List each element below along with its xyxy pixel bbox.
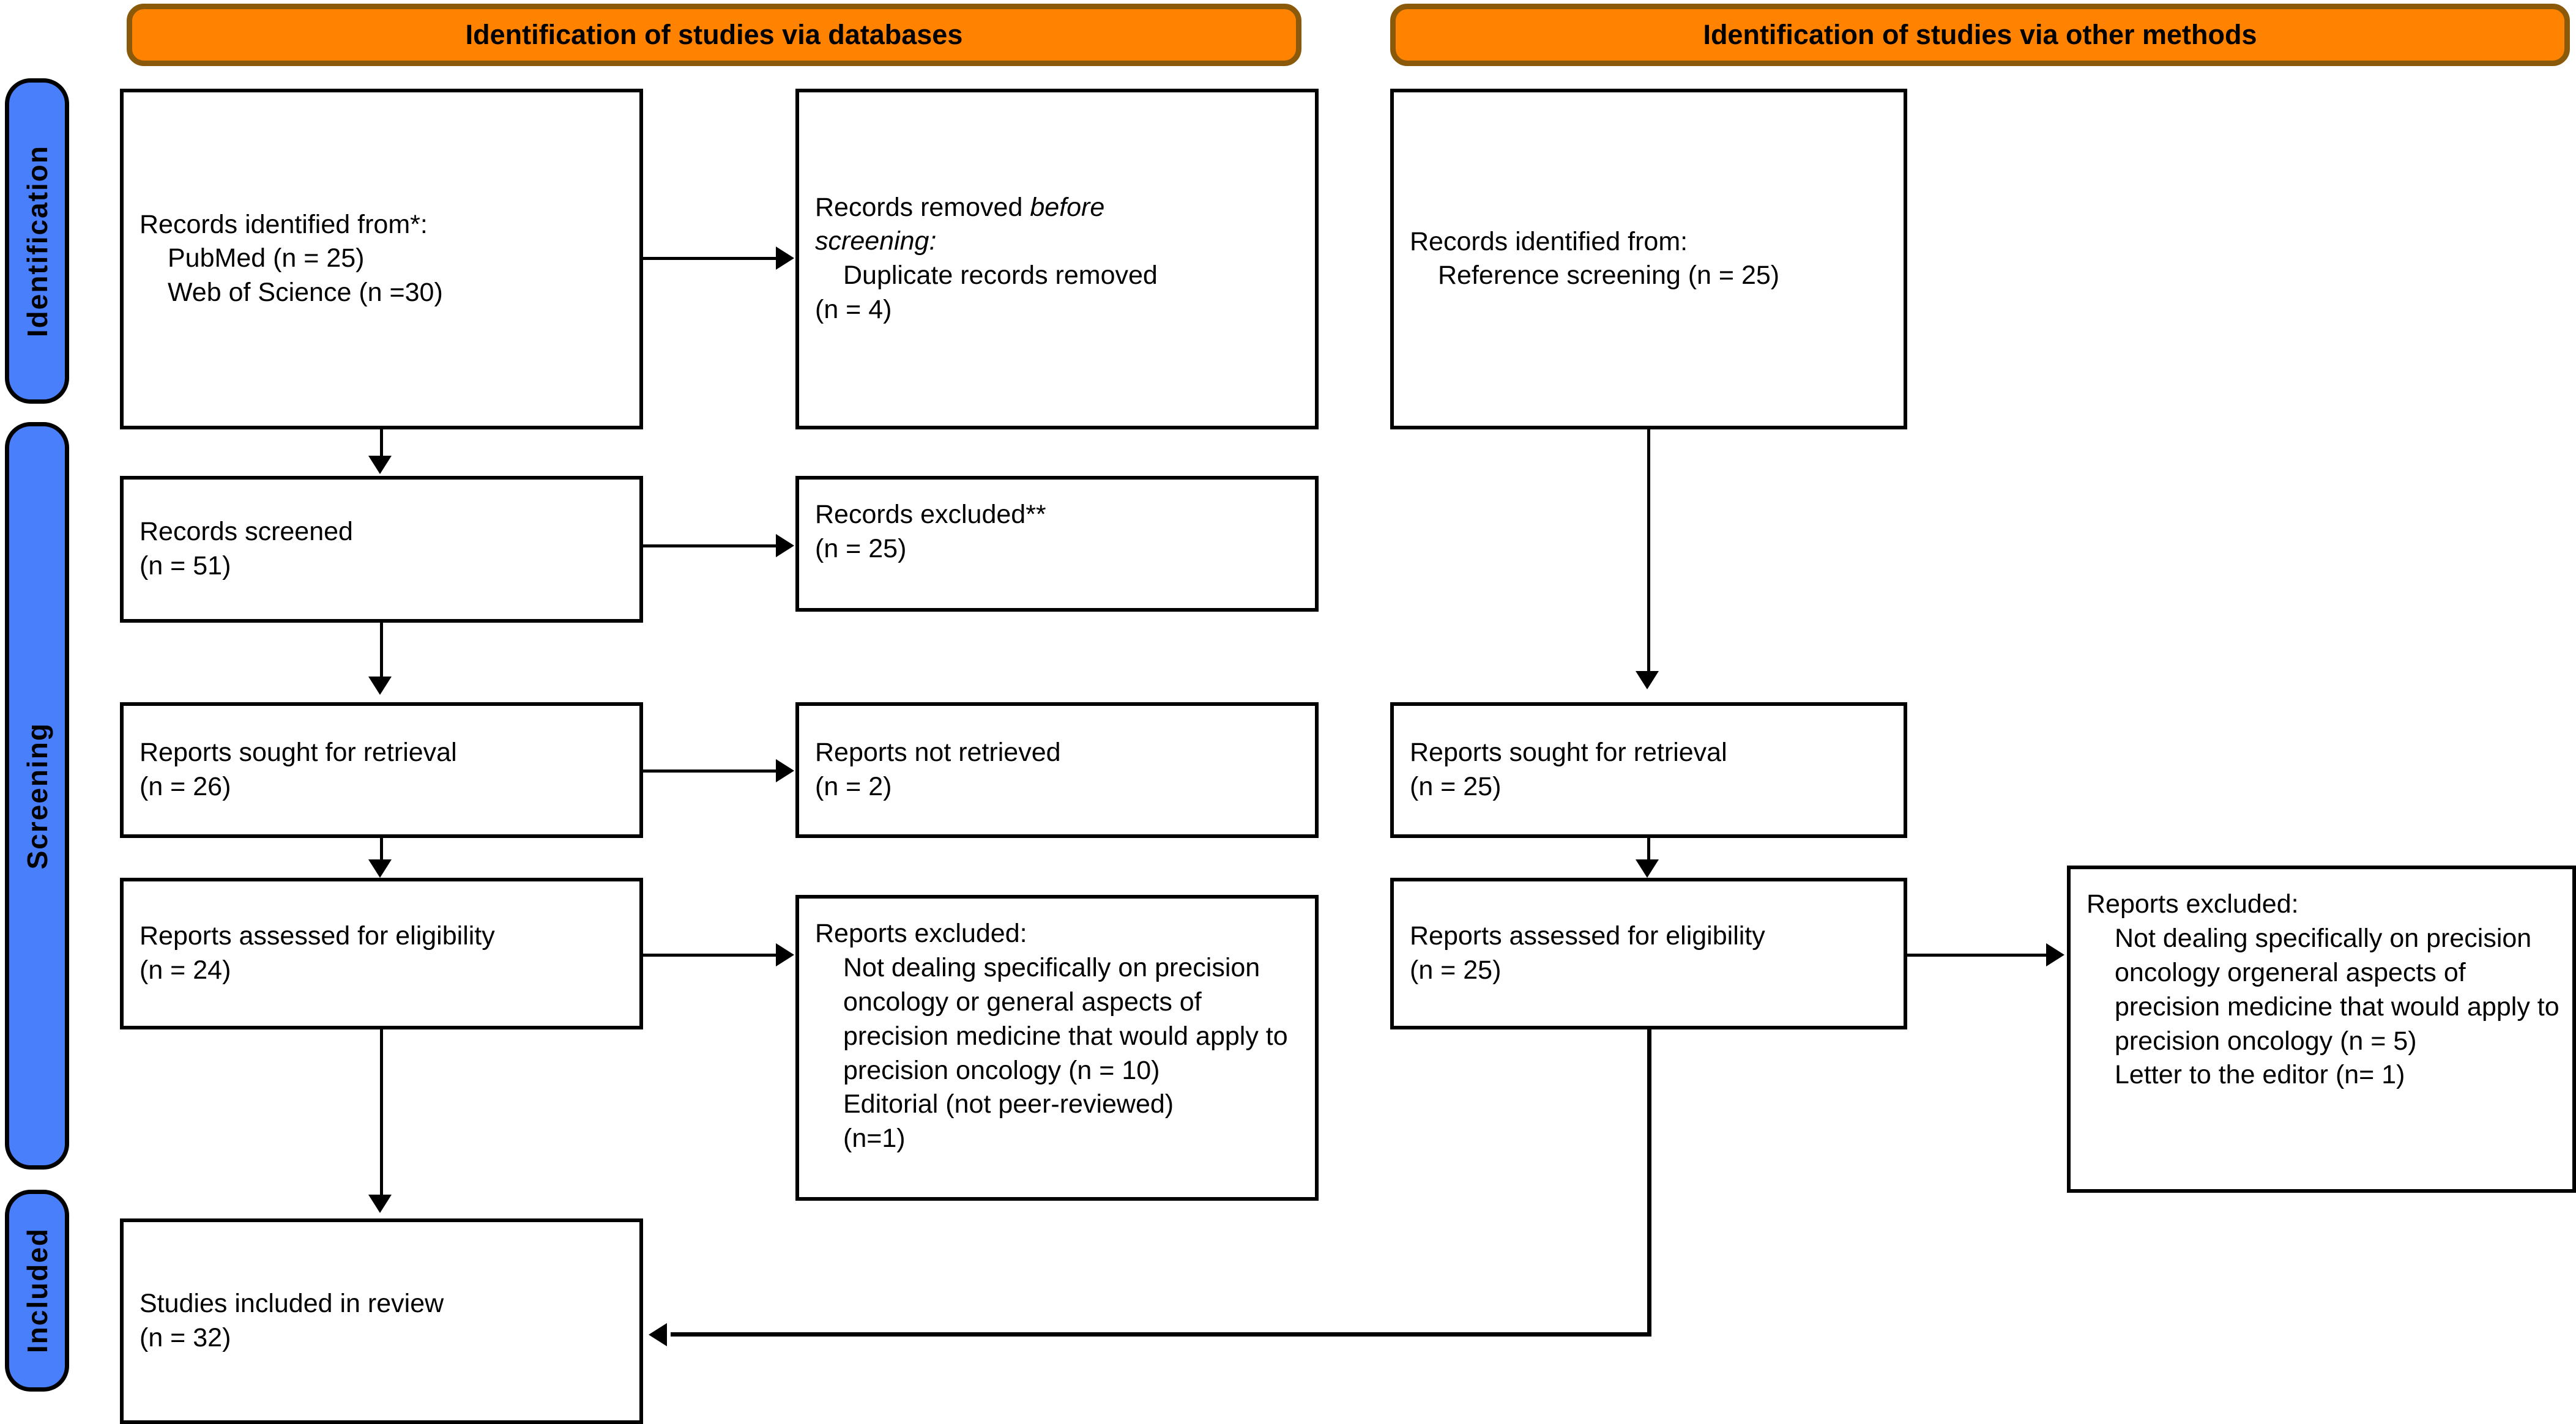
reports-sought-db-line1: Reports sought for retrieval: [140, 738, 457, 768]
connector-other-sought-to-assessed: [1647, 838, 1650, 861]
reports-assessed-db-line2: (n = 24): [140, 955, 231, 985]
records-excluded-line1: Records excluded**: [815, 500, 1046, 529]
records-removed-line1-emphasis: before: [1030, 192, 1105, 222]
records-identified-line2: PubMed (n = 25): [168, 243, 365, 273]
reports-sought-other-line1: Reports sought for retrieval: [1410, 738, 1727, 768]
phase-label-included: Included: [21, 1228, 53, 1354]
box-reports-not-retrieved-text: Reports not retrieved (n = 2): [815, 736, 1309, 804]
reports-excluded-db-line4: (n=1): [843, 1124, 906, 1154]
studies-included-line2: (n = 32): [140, 1323, 231, 1352]
records-removed-line4: (n = 4): [815, 295, 892, 325]
arrowhead-other-identified-to-sought: [1636, 671, 1659, 689]
connector-assessed-to-included: [380, 1029, 383, 1196]
reports-assessed-db-line1: Reports assessed for eligibility: [140, 921, 495, 951]
records-identified-other-line1: Records identified from:: [1410, 226, 1688, 256]
reports-excluded-db-line1: Reports excluded:: [815, 919, 1027, 948]
banner-other-methods-label: Identification of studies via other meth…: [1703, 19, 2257, 50]
box-records-excluded-text: Records excluded** (n = 25): [815, 498, 1309, 566]
phase-label-identification: Identification: [21, 144, 53, 338]
box-studies-included: Studies included in review (n = 32): [120, 1218, 643, 1424]
phase-bar-included: Included: [5, 1190, 69, 1392]
box-records-identified-other-text: Records identified from: Reference screen…: [1410, 225, 1897, 294]
connector-sought-to-not-retrieved: [643, 769, 777, 773]
box-studies-included-text: Studies included in review (n = 32): [140, 1287, 633, 1355]
box-reports-assessed-databases-text: Reports assessed for eligibility (n = 24): [140, 919, 633, 988]
arrowhead-other-assessed-to-included: [649, 1323, 667, 1346]
connector-screened-to-sought: [380, 623, 383, 678]
reports-assessed-other-line1: Reports assessed for eligibility: [1410, 921, 1765, 951]
connector-identified-to-screened: [380, 429, 383, 458]
records-screened-line2: (n = 51): [140, 551, 231, 580]
box-reports-sought-databases: Reports sought for retrieval (n = 26): [120, 702, 643, 838]
banner-identification-databases: Identification of studies via databases: [127, 4, 1301, 66]
records-removed-line1a: Records removed: [815, 192, 1030, 222]
arrowhead-screened-to-excluded: [776, 534, 794, 557]
records-removed-line3: Duplicate records removed: [843, 261, 1158, 291]
box-reports-sought-databases-text: Reports sought for retrieval (n = 26): [140, 736, 633, 804]
reports-sought-db-line2: (n = 26): [140, 772, 231, 801]
records-identified-line1: Records identified from*:: [140, 209, 428, 239]
connector-other-assessed-to-excluded: [1907, 954, 2047, 957]
connector-identified-to-removed: [643, 257, 777, 260]
box-reports-excluded-other-methods: Reports excluded: Not dealing specificall…: [2067, 866, 2576, 1193]
records-identified-line3: Web of Science (n =30): [168, 278, 443, 308]
box-reports-assessed-other-methods: Reports assessed for eligibility (n = 25): [1390, 878, 1907, 1029]
box-reports-not-retrieved: Reports not retrieved (n = 2): [795, 702, 1319, 838]
arrowhead-assessed-to-included: [368, 1195, 392, 1213]
box-records-removed-before-screening: Records removed before screening: Duplicat…: [795, 89, 1319, 429]
arrowhead-identified-to-screened: [368, 456, 392, 474]
studies-included-line1: Studies included in review: [140, 1289, 444, 1319]
box-reports-excluded-databases-text: Reports excluded: Not dealing specificall…: [815, 917, 1309, 1156]
reports-sought-other-line2: (n = 25): [1410, 772, 1502, 801]
box-records-identified-text: Records identified from*: PubMed (n = 25)…: [140, 208, 633, 311]
reports-not-retrieved-line2: (n = 2): [815, 772, 892, 801]
box-records-screened: Records screened (n = 51): [120, 476, 643, 623]
records-identified-other-line2: Reference screening (n = 25): [1438, 261, 1780, 291]
box-records-excluded: Records excluded** (n = 25): [795, 476, 1319, 612]
box-reports-assessed-other-text: Reports assessed for eligibility (n = 25): [1410, 919, 1897, 988]
box-reports-excluded-other-text: Reports excluded: Not dealing specificall…: [2086, 888, 2566, 1092]
reports-excluded-other-line1: Reports excluded:: [2086, 889, 2299, 919]
connector-other-assessed-to-included-horizontal: [671, 1332, 1650, 1337]
arrowhead-identified-to-removed: [776, 247, 794, 270]
connector-other-assessed-to-included-vertical: [1647, 1029, 1651, 1337]
box-records-identified-other-methods: Records identified from: Reference screen…: [1390, 89, 1907, 429]
arrowhead-assessed-to-excluded-db: [776, 943, 794, 966]
box-records-identified: Records identified from*: PubMed (n = 25)…: [120, 89, 643, 429]
reports-excluded-db-line2: Not dealing specifically on precision on…: [843, 952, 1295, 1085]
arrowhead-sought-to-not-retrieved: [776, 759, 794, 782]
box-records-removed-text: Records removed before screening: Duplicat…: [815, 191, 1309, 328]
banner-identification-other-methods: Identification of studies via other meth…: [1390, 4, 2570, 66]
box-reports-assessed-databases: Reports assessed for eligibility (n = 24): [120, 878, 643, 1029]
reports-excluded-db-line3: Editorial (not peer-reviewed): [843, 1089, 1174, 1119]
arrowhead-sought-to-assessed: [368, 859, 392, 878]
box-reports-excluded-databases: Reports excluded: Not dealing specificall…: [795, 895, 1319, 1201]
banner-databases-label: Identification of studies via databases: [465, 19, 963, 50]
arrowhead-other-sought-to-assessed: [1636, 859, 1659, 878]
arrowhead-screened-to-sought: [368, 677, 392, 695]
phase-bar-identification: Identification: [5, 78, 69, 404]
connector-screened-to-excluded: [643, 544, 777, 547]
reports-not-retrieved-line1: Reports not retrieved: [815, 738, 1061, 768]
reports-excluded-other-line2: Not dealing specifically on precision on…: [2115, 923, 2567, 1056]
connector-other-identified-to-sought: [1647, 429, 1650, 673]
records-excluded-line2: (n = 25): [815, 533, 907, 563]
records-removed-line2-emphasis: screening:: [815, 226, 937, 256]
phase-label-screening: Screening: [21, 722, 53, 870]
reports-assessed-other-line2: (n = 25): [1410, 955, 1502, 985]
records-screened-line1: Records screened: [140, 517, 353, 547]
box-records-screened-text: Records screened (n = 51): [140, 515, 633, 584]
box-reports-sought-other-methods: Reports sought for retrieval (n = 25): [1390, 702, 1907, 838]
phase-bar-screening: Screening: [5, 422, 69, 1170]
connector-sought-to-assessed: [380, 838, 383, 861]
box-reports-sought-other-text: Reports sought for retrieval (n = 25): [1410, 736, 1897, 804]
arrowhead-other-assessed-to-excluded: [2046, 943, 2064, 966]
reports-excluded-other-line4: Letter to the editor (n= 1): [2115, 1060, 2405, 1090]
connector-assessed-to-excluded-db: [643, 954, 777, 957]
